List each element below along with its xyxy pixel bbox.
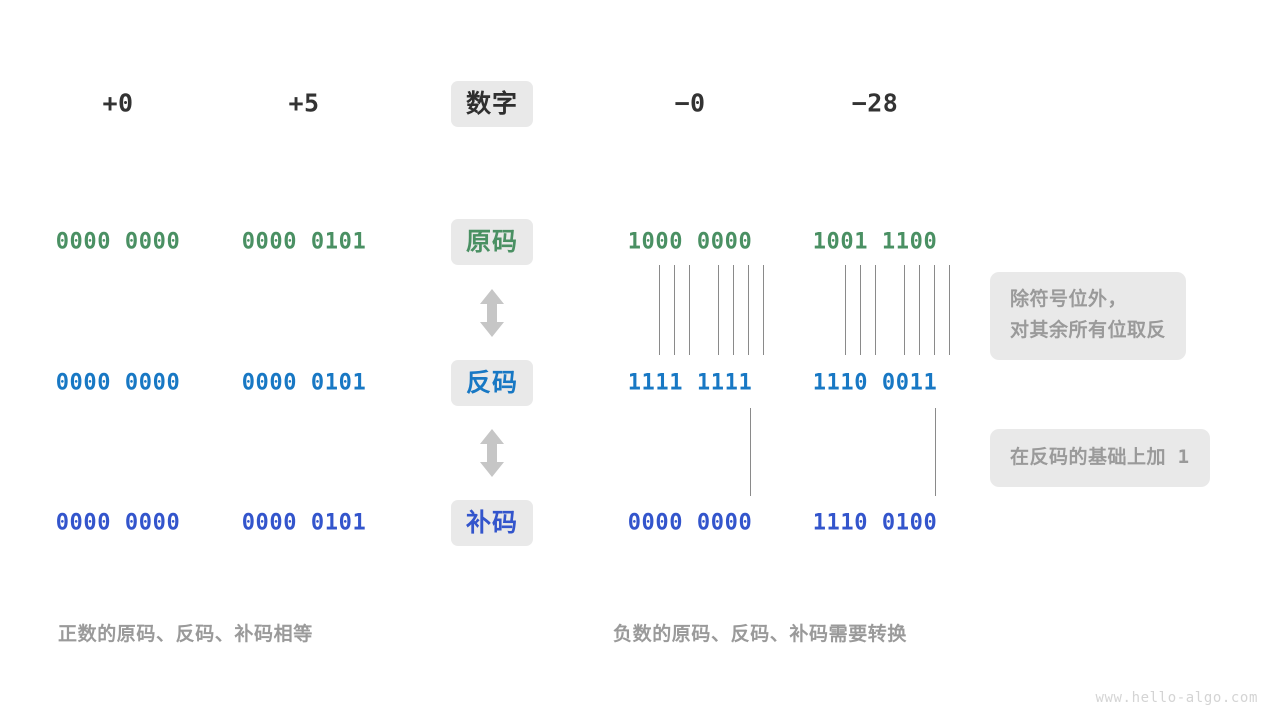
binary-true-form-minus-zero: 1000 0000 bbox=[627, 229, 753, 255]
up-down-arrow-icon-true-to-ones bbox=[475, 287, 509, 339]
caption-negative-numbers: 负数的原码、反码、补码需要转换 bbox=[613, 624, 908, 645]
bit-connector-line bbox=[733, 265, 734, 355]
up-down-arrow-icon-ones-to-twos bbox=[475, 427, 509, 479]
note-add-one: 在反码的基础上加 1 bbox=[990, 429, 1210, 487]
bit-connector-line bbox=[659, 265, 660, 355]
row-header-pill-number: 数字 bbox=[450, 81, 534, 127]
note-add-one-text: 在反码的基础上加 bbox=[1010, 447, 1178, 468]
carry-connector-line bbox=[935, 408, 936, 496]
bit-connector-line bbox=[860, 265, 861, 355]
header-column-label-minus-zero: −0 bbox=[674, 88, 706, 118]
row-label-pill-twos-complement: 补码 bbox=[450, 500, 534, 546]
binary-ones-complement-minus-twenty-eight: 1110 0011 bbox=[812, 370, 938, 396]
binary-twos-complement-plus-five: 0000 0101 bbox=[241, 510, 367, 536]
binary-true-form-minus-twenty-eight: 1001 1100 bbox=[812, 229, 938, 255]
binary-twos-complement-minus-twenty-eight: 1110 0100 bbox=[812, 510, 938, 536]
header-column-label-minus-twenty-eight: −28 bbox=[851, 88, 899, 118]
bit-connector-line bbox=[689, 265, 690, 355]
binary-twos-complement-plus-zero: 0000 0000 bbox=[55, 510, 181, 536]
binary-ones-complement-minus-zero: 1111 1111 bbox=[627, 370, 753, 396]
caption-positive-numbers: 正数的原码、反码、补码相等 bbox=[58, 624, 313, 645]
binary-true-form-plus-zero: 0000 0000 bbox=[55, 229, 181, 255]
note-invert-bits: 除符号位外， 对其余所有位取反 bbox=[990, 272, 1187, 360]
site-watermark: www.hello-algo.com bbox=[1095, 690, 1258, 706]
note-invert-bits-line-1: 除符号位外， bbox=[1010, 289, 1128, 310]
header-column-label-plus-five: +5 bbox=[288, 88, 320, 118]
bit-connector-line bbox=[763, 265, 764, 355]
bit-connector-line bbox=[674, 265, 675, 355]
bit-connector-line bbox=[904, 265, 905, 355]
note-invert-bits-line-2: 对其余所有位取反 bbox=[1010, 319, 1167, 341]
bit-connector-line bbox=[748, 265, 749, 355]
carry-connector-line bbox=[750, 408, 751, 496]
binary-ones-complement-plus-five: 0000 0101 bbox=[241, 370, 367, 396]
bit-connector-line bbox=[718, 265, 719, 355]
binary-twos-complement-minus-zero: 0000 0000 bbox=[627, 510, 753, 536]
bit-connector-line bbox=[919, 265, 920, 355]
note-add-one-value: 1 bbox=[1177, 446, 1190, 468]
row-label-pill-true-form: 原码 bbox=[450, 219, 534, 265]
bit-connector-line bbox=[875, 265, 876, 355]
binary-true-form-plus-five: 0000 0101 bbox=[241, 229, 367, 255]
bit-connector-line bbox=[949, 265, 950, 355]
header-column-label-plus-zero: +0 bbox=[102, 88, 134, 118]
bit-connector-line bbox=[845, 265, 846, 355]
row-label-pill-ones-complement: 反码 bbox=[450, 360, 534, 406]
bit-connector-line bbox=[934, 265, 935, 355]
binary-ones-complement-plus-zero: 0000 0000 bbox=[55, 370, 181, 396]
